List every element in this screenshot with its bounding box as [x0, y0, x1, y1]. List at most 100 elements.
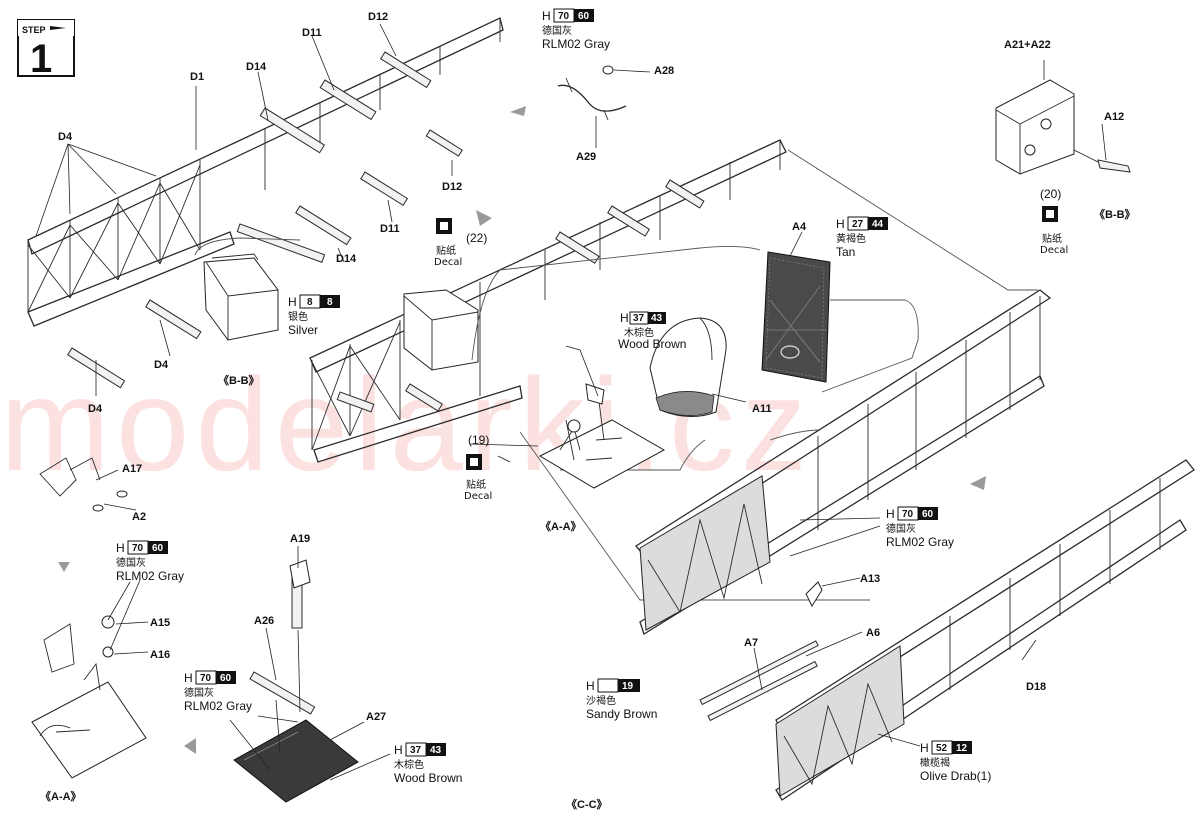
svg-text:44: 44 [872, 219, 884, 230]
paint-sandy: H 19 沙褐色 Sandy Brown [586, 678, 657, 721]
svg-text:德国灰: 德国灰 [184, 686, 214, 699]
paint-rlm02-bottom: H 70 60 德国灰 RLM02 Gray [184, 670, 252, 713]
svg-text:70: 70 [132, 543, 144, 554]
section-b-b-right: 《B-B》 [1094, 208, 1136, 221]
decal-20: (20) 贴纸 Decal [1040, 187, 1068, 256]
paint-rlm02-left: H 70 60 德国灰 RLM02 Gray [116, 540, 184, 583]
arrow-icon [970, 476, 986, 490]
cross-tubes [67, 51, 463, 389]
decal-number: (20) [1040, 187, 1061, 201]
svg-text:沙褐色: 沙褐色 [586, 694, 616, 707]
arrow-icon [58, 562, 70, 572]
svg-text:12: 12 [956, 743, 968, 754]
svg-text:Olive Drab(1): Olive Drab(1) [920, 769, 991, 783]
svg-text:60: 60 [922, 509, 934, 520]
svg-text:木棕色: 木棕色 [624, 326, 654, 339]
label-a11: A11 [752, 403, 772, 415]
svg-text:H: H [620, 311, 629, 325]
label-a29: A29 [576, 151, 596, 163]
decal-en: Decal [1040, 245, 1068, 256]
svg-text:Silver: Silver [288, 323, 318, 337]
label-a17: A17 [122, 463, 142, 475]
section-a-a-center: 《A-A》 [540, 520, 582, 533]
cockpit-floor-center [538, 383, 666, 489]
paint-olive: H 52 12 橄榄褐 Olive Drab(1) [920, 740, 991, 783]
svg-text:43: 43 [430, 745, 442, 756]
decal-cn: 贴纸 [436, 244, 456, 257]
label-a21-a22: A21+A22 [1004, 39, 1051, 51]
radio-box-part [194, 237, 301, 341]
svg-text:H: H [920, 741, 929, 755]
paint-tan: H 27 44 黄褐色 Tan [836, 216, 888, 259]
svg-text:RLM02 Gray: RLM02 Gray [184, 699, 252, 713]
svg-text:H: H [836, 217, 845, 231]
label-d14-2: D14 [336, 253, 357, 265]
decal-number: (19) [468, 433, 489, 447]
leader-lines [35, 23, 1107, 781]
arrow-icon [476, 210, 492, 226]
label-d14: D14 [246, 61, 267, 73]
label-a4: A4 [792, 221, 807, 233]
label-a12: A12 [1104, 111, 1124, 123]
svg-text:60: 60 [152, 543, 164, 554]
svg-text:Sandy Brown: Sandy Brown [586, 707, 657, 721]
label-a27: A27 [366, 711, 386, 723]
paint-wood-floor: H 37 43 木棕色 Wood Brown [394, 742, 462, 785]
label-a16: A16 [150, 649, 170, 661]
floor-assembly-a-a [31, 457, 147, 779]
decal-number: (22) [466, 231, 487, 245]
svg-text:52: 52 [936, 743, 948, 754]
pilot-seat-a11 [649, 317, 727, 417]
svg-text:德国灰: 德国灰 [542, 24, 572, 37]
section-c-c: 《C-C》 [566, 798, 608, 811]
label-a6: A6 [866, 627, 880, 639]
section-b-b-left: 《B-B》 [218, 374, 260, 387]
svg-text:H: H [394, 743, 403, 757]
label-d12: D12 [368, 11, 388, 23]
label-d12-2: D12 [442, 181, 462, 193]
step-number: 1 [30, 37, 52, 81]
arrow-icon [510, 106, 526, 116]
svg-text:H: H [542, 9, 551, 23]
decal-en: Decal [464, 491, 492, 502]
label-a13: A13 [860, 573, 880, 585]
svg-text:37: 37 [633, 313, 645, 324]
svg-text:H: H [886, 507, 895, 521]
svg-text:8: 8 [307, 297, 313, 308]
label-a15: A15 [150, 617, 170, 629]
svg-text:RLM02 Gray: RLM02 Gray [542, 37, 610, 51]
svg-text:H: H [116, 541, 125, 555]
decal-cn: 贴纸 [466, 478, 486, 491]
svg-text:70: 70 [200, 673, 212, 684]
svg-text:Wood Brown: Wood Brown [394, 771, 462, 785]
svg-text:43: 43 [651, 313, 663, 324]
svg-text:H: H [586, 679, 595, 693]
svg-text:19: 19 [622, 681, 634, 692]
svg-text:RLM02 Gray: RLM02 Gray [116, 569, 184, 583]
svg-text:8: 8 [327, 297, 333, 308]
svg-text:60: 60 [578, 11, 590, 22]
svg-text:37: 37 [410, 745, 422, 756]
control-stick-a29 [557, 65, 651, 121]
svg-text:德国灰: 德国灰 [886, 522, 916, 535]
decal-19: (19) 贴纸 Decal [464, 433, 492, 502]
direction-arrows [58, 106, 986, 754]
svg-text:70: 70 [902, 509, 914, 520]
svg-text:Tan: Tan [836, 245, 855, 259]
instrument-box-a21-a22 [995, 79, 1131, 175]
svg-text:橄榄褐: 橄榄褐 [920, 756, 950, 769]
floor-board-a27 [233, 559, 359, 803]
svg-text:H: H [184, 671, 193, 685]
label-d18: D18 [1026, 681, 1046, 693]
paint-silver: H 8 8 银色 Silver [288, 294, 340, 337]
label-d4: D4 [58, 131, 73, 143]
label-a7: A7 [744, 637, 758, 649]
section-a-a-left: 《A-A》 [40, 790, 82, 803]
svg-text:木棕色: 木棕色 [394, 758, 424, 771]
svg-text:黄褐色: 黄褐色 [836, 232, 866, 245]
paint-rlm02-top: H 70 60 德国灰 RLM02 Gray [542, 8, 610, 51]
part-labels: D1 D4 D4 D4 D11 D11 D12 D12 D14 D14 D18 … [58, 11, 1124, 723]
svg-text:RLM02 Gray: RLM02 Gray [886, 535, 954, 549]
label-d1: D1 [190, 71, 204, 83]
